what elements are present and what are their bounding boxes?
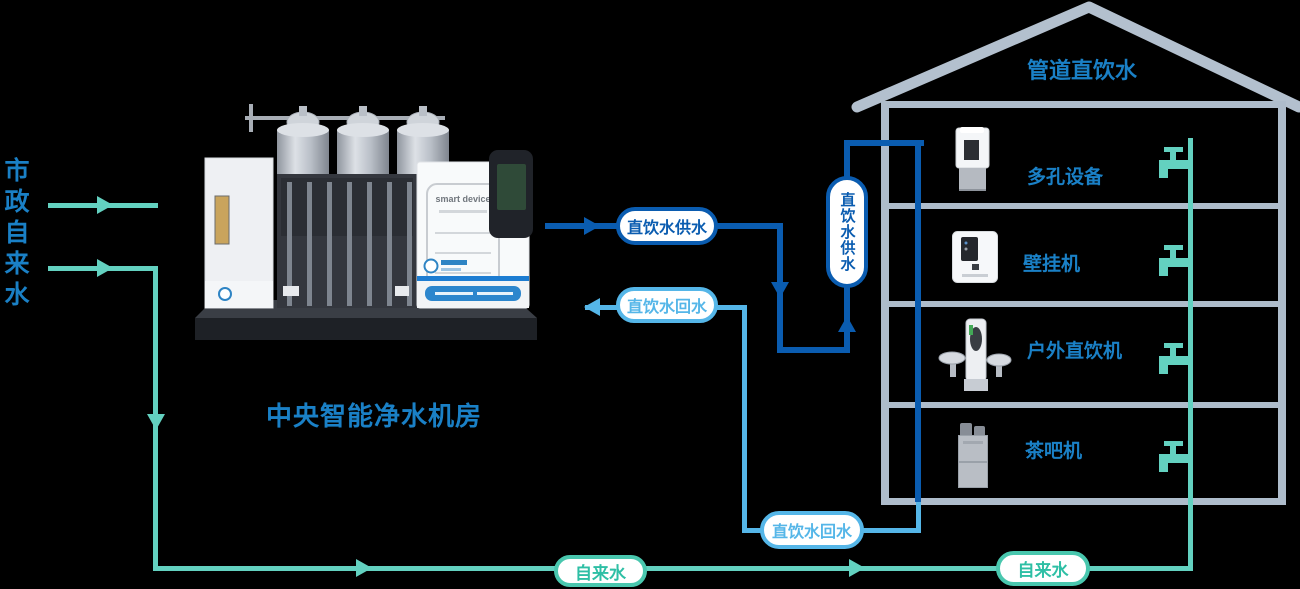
house-ceiling-line [881,101,1286,108]
floor2-device-label: 壁挂机 [1023,254,1081,275]
arrow-tap-in-top [97,196,113,214]
pill-supply-vertical-label: 直饮水供水 [826,176,868,288]
arrow-tap-bottom-2 [849,559,865,577]
floor-divider-1 [885,203,1282,209]
pill-tap-right-text: 自来水 [1017,561,1069,580]
faucet-icon [1159,245,1190,276]
floor3-device-label: 户外直饮机 [1027,341,1123,362]
central-purification-machine-illustration: smart device [195,104,537,340]
pipe-return-house-tail [916,502,921,533]
arrow-supply-down [771,282,789,298]
pill-tap-right-label: 自来水 [996,551,1090,586]
pill-supply-text: 直饮水供水 [626,220,707,237]
pill-return-upper-text: 直饮水回水 [626,299,707,316]
pipe-supply-into-house [844,140,924,146]
outdoor-fountain-image [938,318,1012,391]
machine-panel-label: smart device [435,194,490,204]
floor4-device-label: 茶吧机 [1025,441,1083,462]
pill-tap-left-text: 自来水 [575,563,626,583]
pipe-supply-bottom-link [777,347,850,353]
pipe-supply-house-drop [915,140,921,502]
pill-return-lower-text: 直饮水回水 [771,524,852,541]
wall-mounted-dispenser-image [952,231,998,283]
faucet-icon [1159,147,1190,178]
arrow-supply-up [838,316,856,332]
building-title: 管道直饮水 [1027,58,1138,83]
house-right-wall [1278,104,1286,505]
pill-return-upper-label: 直饮水回水 [616,287,718,323]
faucet-icon [1159,441,1190,472]
tea-bar-machine-image [958,423,988,488]
pipe-tap-house-riser [1188,138,1193,568]
floor-divider-3 [885,402,1282,408]
arrow-return-left [584,298,600,316]
municipal-water-label: 市政自来水 [1,157,29,312]
floor-divider-2 [885,301,1282,307]
arrow-tap-down [147,414,165,430]
arrow-tap-bottom-1 [356,559,372,577]
floor1-device-label: 多孔设备 [1027,167,1104,188]
house-bottom-line [881,498,1286,505]
pill-supply-label: 直饮水供水 [616,207,718,245]
plant-caption: 中央智能净水机房 [266,401,483,431]
pipe-tap-bottom-horizontal [153,566,1193,571]
floor-standing-dispenser-image [955,127,990,191]
pill-return-lower-label: 直饮水回水 [760,511,864,549]
faucet-icon [1159,343,1190,374]
pill-supply-vertical-text: 直饮水供水 [838,192,856,272]
arrow-supply-right [584,217,600,235]
arrow-tap-in-bottom [97,259,113,277]
pill-tap-left-label: 自来水 [554,555,647,587]
pipe-return-vertical [742,305,747,533]
